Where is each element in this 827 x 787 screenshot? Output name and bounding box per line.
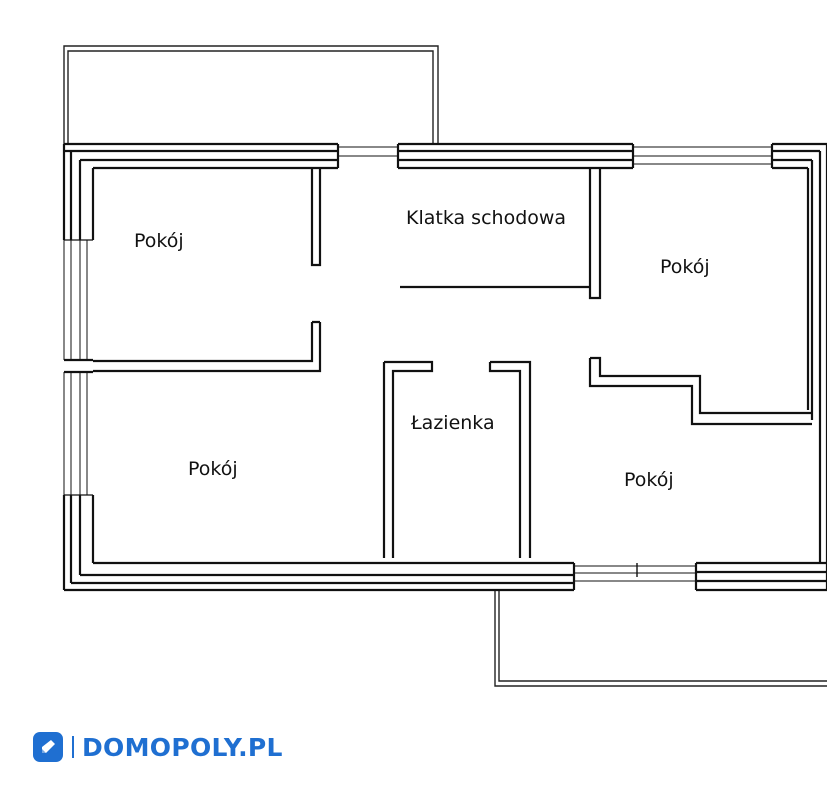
balcony-top — [63, 45, 439, 144]
room-label-top-right: Pokój — [660, 256, 710, 278]
room-label-top-left: Pokój — [134, 230, 184, 252]
exterior-walls — [62, 142, 827, 592]
balcony-bottom — [494, 590, 827, 687]
brand-watermark: DOMOPOLY.PL — [33, 730, 283, 764]
interior-walls — [93, 168, 812, 558]
room-label-bottom-right: Pokój — [624, 469, 674, 491]
room-label-stairwell: Klatka schodowa — [406, 207, 566, 229]
brand-separator — [72, 736, 74, 758]
house-pen-logo-icon — [33, 732, 63, 762]
room-label-bathroom: Łazienka — [410, 412, 495, 434]
brand-name: DOMOPOLY.PL — [82, 732, 283, 762]
room-label-bottom-left: Pokój — [188, 458, 238, 480]
